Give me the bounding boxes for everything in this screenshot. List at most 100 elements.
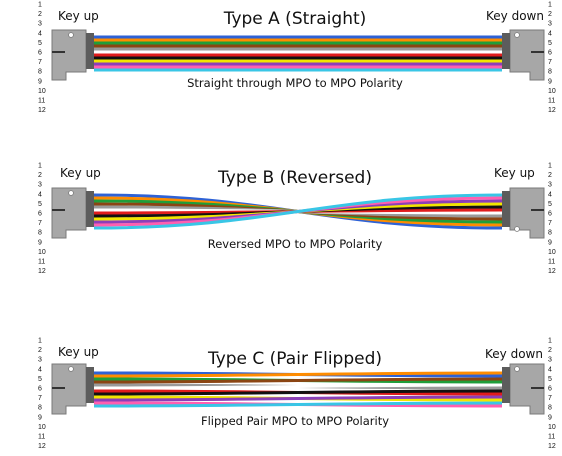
right-key-label: Key down	[486, 9, 544, 23]
fiber-number: 10	[38, 249, 46, 256]
diagram-title: Type A (Straight)	[223, 9, 367, 29]
fiber-number: 7	[548, 395, 552, 402]
left-connector	[51, 187, 94, 239]
right-connector	[502, 187, 545, 239]
fiber-number: 3	[548, 182, 552, 189]
fiber-number: 8	[38, 405, 42, 412]
left-connector	[51, 363, 94, 415]
right-key-label: Key up	[494, 166, 535, 180]
fiber-number: 12	[548, 443, 556, 450]
fiber-number: 5	[38, 376, 42, 383]
right-connector	[502, 29, 545, 81]
fiber-number: 3	[38, 357, 42, 364]
fiber-number: 6	[38, 50, 42, 57]
fiber-line	[93, 371, 503, 378]
fiber-number: 4	[38, 30, 42, 37]
fiber-number: 9	[38, 78, 42, 85]
fiber-number: 2	[548, 172, 552, 179]
left-key-label: Key up	[58, 345, 99, 359]
fiber-number: 11	[548, 259, 555, 266]
fiber-number: 8	[548, 405, 552, 412]
fiber-number: 11	[548, 98, 555, 105]
fiber-number: 8	[548, 69, 552, 76]
fiber-number: 7	[548, 220, 552, 227]
fiber-number: 12	[548, 107, 556, 114]
fiber-number: 3	[38, 21, 42, 28]
fiber-number: 3	[548, 21, 552, 28]
fiber-number: 12	[38, 268, 46, 275]
fiber-number: 9	[548, 414, 552, 421]
fiber-line	[93, 377, 503, 384]
fiber-number: 7	[38, 220, 42, 227]
fiber-number: 7	[38, 395, 42, 402]
fiber-line	[93, 383, 503, 390]
left-connector	[51, 29, 94, 81]
diagram-caption: Straight through MPO to MPO Polarity	[187, 76, 403, 90]
fiber-number: 10	[548, 88, 556, 95]
left-key-label: Key up	[60, 166, 101, 180]
fiber-number: 1	[548, 338, 552, 345]
diagram-caption: Reversed MPO to MPO Polarity	[208, 237, 383, 251]
fiber-line	[93, 389, 503, 396]
fiber-number: 6	[548, 386, 552, 393]
fiber-number: 4	[548, 191, 552, 198]
fiber-number: 2	[38, 347, 42, 354]
diagram-title: Type C (Pair Flipped)	[207, 349, 382, 369]
fiber-number: 4	[548, 30, 552, 37]
fiber-number: 11	[548, 434, 555, 441]
fiber-number: 4	[38, 366, 42, 373]
fiber-ribbon	[93, 193, 503, 230]
fiber-number: 8	[38, 69, 42, 76]
fiber-number: 11	[38, 434, 45, 441]
left-key-label: Key up	[58, 9, 99, 23]
fiber-line	[93, 395, 503, 402]
fiber-number: 8	[548, 230, 552, 237]
fiber-number: 6	[548, 211, 552, 218]
right-connector	[502, 363, 545, 415]
fiber-number: 9	[38, 239, 42, 246]
fiber-number: 11	[38, 98, 45, 105]
fiber-line	[93, 193, 503, 230]
fiber-number: 10	[548, 424, 556, 431]
fiber-number: 6	[38, 211, 42, 218]
fiber-ribbon	[93, 371, 503, 408]
fiber-number: 12	[38, 107, 46, 114]
fiber-ribbon	[93, 35, 502, 72]
fiber-number: 7	[38, 59, 42, 66]
fiber-number: 7	[548, 59, 552, 66]
fiber-number: 5	[548, 376, 552, 383]
fiber-number: 5	[38, 201, 42, 208]
fiber-number: 1	[548, 163, 552, 170]
fiber-number: 1	[38, 2, 42, 9]
fiber-number: 1	[548, 2, 552, 9]
fiber-number: 2	[38, 172, 42, 179]
fiber-number: 5	[548, 201, 552, 208]
fiber-number: 2	[38, 11, 42, 18]
fiber-number: 12	[38, 443, 46, 450]
fiber-number: 5	[38, 40, 42, 47]
fiber-number: 6	[38, 386, 42, 393]
right-key-label: Key down	[485, 347, 543, 361]
fiber-number: 2	[548, 11, 552, 18]
fiber-number: 5	[548, 40, 552, 47]
fiber-number: 8	[38, 230, 42, 237]
fiber-number: 10	[38, 88, 46, 95]
fiber-number: 9	[548, 239, 552, 246]
fiber-number: 1	[38, 338, 42, 345]
fiber-number: 12	[548, 268, 556, 275]
fiber-number: 10	[548, 249, 556, 256]
diagram-title: Type B (Reversed)	[217, 168, 372, 188]
fiber-number: 4	[38, 191, 42, 198]
diagram-caption: Flipped Pair MPO to MPO Polarity	[201, 414, 389, 428]
fiber-line	[93, 401, 503, 408]
fiber-number: 9	[38, 414, 42, 421]
fiber-number: 1	[38, 163, 42, 170]
